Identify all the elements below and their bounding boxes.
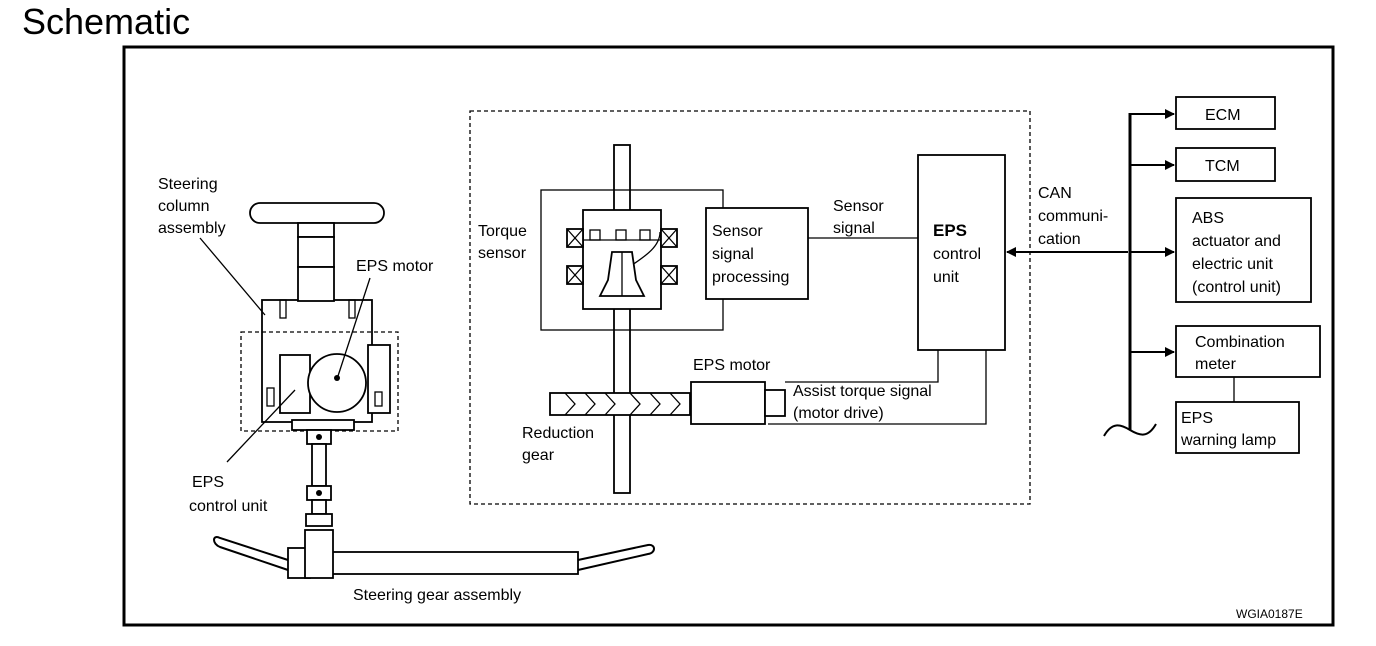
label-left-eps-control-unit-2: control unit [189,498,268,515]
label-left-eps-control-unit-1: EPS [192,474,224,491]
label-sensor-signal-2: signal [833,220,875,237]
outer-frame [122,45,1335,627]
label-ecu-1: control [933,246,981,263]
center-eps-motor [690,381,766,425]
column-eps-motor [307,353,367,413]
leader-steering-column [199,237,266,316]
steering-shaft [613,144,631,494]
label-torque-sensor-1: Torque [478,223,527,240]
ecm-box [1175,96,1276,130]
leader-eps-motor [337,277,371,377]
eps-system-dashed-area [469,110,1031,505]
leader-eps-control-unit [226,389,296,463]
label-ecu-2: unit [933,269,959,286]
label-steering-column-2: column [158,198,210,215]
label-ecu-bold: EPS [933,221,967,240]
label-warning-lamp-1: EPS [1181,410,1213,427]
label-assist-torque-1: Assist torque signal [793,383,932,400]
label-ssp-3: processing [712,269,789,286]
sensor-signal-processing-box [705,207,809,300]
label-reduction-gear-1: Reduction [522,425,594,442]
column-control-unit [279,354,311,414]
reduction-gear [549,392,691,416]
label-tcm: TCM [1205,158,1240,175]
label-steering-column-3: assembly [158,220,226,237]
torque-sensor-drawing [540,144,786,494]
label-can-1: CAN [1038,185,1072,202]
label-steering-gear: Steering gear assembly [353,587,521,604]
abs-box [1175,197,1312,303]
label-torque-sensor-2: sensor [478,245,527,262]
label-combination-meter-2: meter [1195,356,1237,373]
label-abs-4: (control unit) [1192,279,1281,296]
steering-rack [304,551,579,575]
label-ecm: ECM [1205,107,1241,124]
label-abs-2: actuator and [1192,233,1281,250]
label-center-eps-motor: EPS motor [693,357,771,374]
label-abs-3: electric unit [1192,256,1273,273]
label-left-eps-motor: EPS motor [356,258,434,275]
label-warning-lamp-2: warning lamp [1180,432,1276,449]
label-abs-1: ABS [1192,210,1224,227]
label-steering-column-1: Steering [158,176,218,193]
tcm-box [1175,147,1276,182]
label-combination-meter-1: Combination [1195,334,1285,351]
label-sensor-signal-1: Sensor [833,198,884,215]
steering-assembly-drawing [213,202,655,579]
label-can-2: communi- [1038,208,1108,225]
label-can-3: cation [1038,231,1081,248]
figure-code: WGIA0187E [1236,607,1303,621]
can-bus-break [1103,423,1157,437]
label-ssp-1: Sensor [712,223,763,240]
eps-warning-lamp-box [1175,401,1300,454]
line-motor-drive-1 [785,350,939,383]
line-motor-drive-2 [768,350,987,425]
eps-control-unit-box [917,154,1006,351]
label-reduction-gear-2: gear [522,447,555,464]
eps-unit-dashed-area [240,331,399,432]
label-ssp-2: signal [712,246,754,263]
page-title: Schematic [22,1,191,42]
label-assist-torque-2: (motor drive) [793,405,884,422]
steering-wheel [249,202,385,224]
combination-meter-box [1175,325,1321,378]
